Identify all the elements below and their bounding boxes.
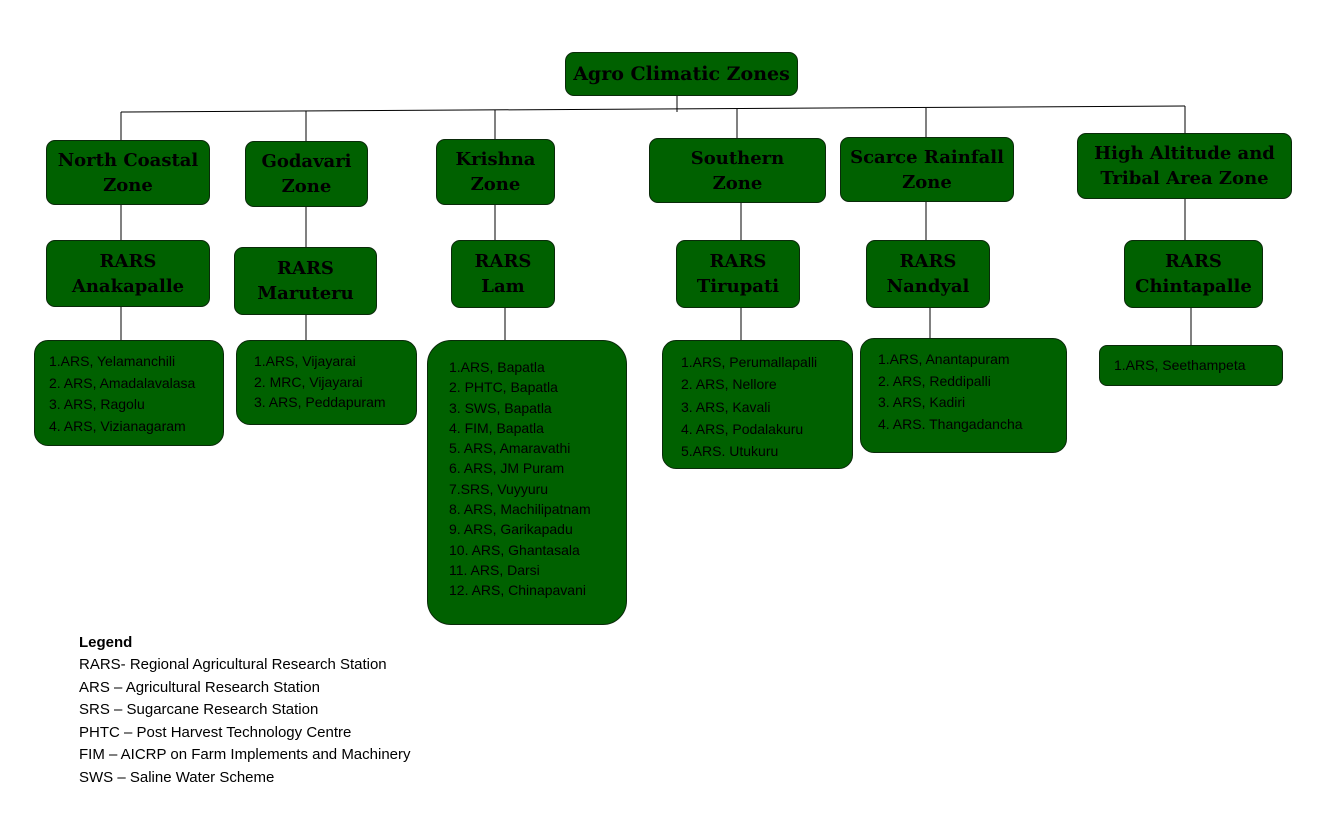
zone-node-southern: Southern Zone bbox=[649, 138, 826, 203]
station-list-lam: 1.ARS, Bapatla 2. PHTC, Bapatla 3. SWS, … bbox=[427, 340, 627, 625]
legend-item: SRS – Sugarcane Research Station bbox=[79, 701, 319, 718]
station-list-maruteru: 1.ARS, Vijayarai 2. MRC, Vijayarai 3. AR… bbox=[236, 340, 417, 425]
station-item: 2. ARS, Reddipalli bbox=[878, 372, 991, 389]
station-list-chintapalle: 1.ARS, Seethampeta bbox=[1099, 345, 1283, 386]
connector-trunk bbox=[120, 105, 1186, 113]
rars-node-lam: RARS Lam bbox=[451, 240, 555, 308]
station-item: 4. ARS, Vizianagaram bbox=[49, 417, 186, 434]
rars-label-line: Anakapalle bbox=[71, 275, 185, 297]
legend-item: RARS- Regional Agricultural Research Sta… bbox=[79, 656, 387, 673]
root-label: Agro Climatic Zones bbox=[573, 62, 790, 85]
root-node: Agro Climatic Zones bbox=[565, 52, 798, 96]
station-item: 4. ARS, Podalakuru bbox=[681, 420, 804, 437]
zone-node-godavari: Godavari Zone bbox=[245, 141, 368, 207]
station-item: 1.ARS, Vijayarai bbox=[254, 353, 356, 369]
legend-item: FIM – AICRP on Farm Implements and Machi… bbox=[79, 746, 411, 763]
station-item: 11. ARS, Darsi bbox=[449, 561, 540, 578]
zone-label-line: High Altitude and bbox=[1094, 143, 1275, 164]
station-item: 2. MRC, Vijayarai bbox=[254, 373, 363, 390]
station-item: 1.ARS, Bapatla bbox=[449, 359, 545, 375]
legend-item: PHTC – Post Harvest Technology Centre bbox=[79, 723, 352, 741]
station-item: 5. ARS, Amaravathi bbox=[449, 440, 571, 457]
rars-label-line: RARS bbox=[1165, 251, 1222, 272]
station-item: 10. ARS, Ghantasala bbox=[449, 541, 580, 558]
rars-label-line: Nandyal bbox=[886, 276, 970, 297]
zone-label-line: Zone bbox=[281, 176, 332, 197]
station-item: 3. ARS, Kavali bbox=[681, 398, 771, 415]
zone-label-line: Zone bbox=[470, 174, 521, 195]
rars-label-line: RARS bbox=[709, 251, 767, 272]
rars-label-line: RARS bbox=[899, 251, 957, 272]
station-item: 4. ARS. Thangadancha bbox=[878, 415, 1023, 432]
station-item: 2. ARS, Amadalavalasa bbox=[49, 374, 196, 391]
station-item: 3. ARS, Ragolu bbox=[49, 396, 145, 412]
station-item: 7.SRS, Vuyyuru bbox=[449, 480, 549, 497]
zone-label-line: Tribal Area Zone bbox=[1100, 168, 1269, 189]
zone-label-line: Zone bbox=[712, 172, 763, 194]
zone-node-high-altitude: High Altitude and Tribal Area Zone bbox=[1077, 133, 1292, 199]
station-item: 1.ARS, Perumallapalli bbox=[681, 354, 818, 370]
rars-label-line: RARS bbox=[474, 251, 532, 272]
legend-item: ARS – Agricultural Research Station bbox=[79, 678, 320, 696]
station-item: 2. PHTC, Bapatla bbox=[449, 379, 558, 396]
station-item: 6. ARS, JM Puram bbox=[449, 460, 565, 477]
station-list-nandyal: 1.ARS, Anantapuram 2. ARS, Reddipalli 3.… bbox=[860, 338, 1067, 453]
legend-item: SWS – Saline Water Scheme bbox=[79, 768, 275, 786]
rars-node-chintapalle: RARS Chintapalle bbox=[1124, 240, 1263, 308]
legend: Legend RARS- Regional Agricultural Resea… bbox=[79, 632, 411, 789]
station-list-anakapalle: 1.ARS, Yelamanchili 2. ARS, Amadalavalas… bbox=[34, 340, 224, 446]
rars-label-line: Lam bbox=[481, 276, 525, 297]
zone-label-line: North Coastal bbox=[57, 149, 199, 171]
rars-node-anakapalle: RARS Anakapalle bbox=[46, 240, 210, 307]
zone-label-line: Scarce Rainfall bbox=[850, 146, 1004, 168]
station-item: 5.ARS. Utukuru bbox=[681, 443, 779, 460]
zone-node-scarce-rainfall: Scarce Rainfall Zone bbox=[840, 137, 1014, 202]
station-item: 1.ARS, Anantapuram bbox=[878, 351, 1010, 367]
rars-label-line: Chintapalle bbox=[1135, 276, 1252, 297]
zone-node-north-coastal: North Coastal Zone bbox=[46, 140, 210, 205]
rars-label-line: RARS bbox=[99, 250, 157, 272]
zone-label-line: Godavari bbox=[261, 151, 352, 172]
station-item: 3. ARS, Peddapuram bbox=[254, 394, 386, 410]
rars-node-nandyal: RARS Nandyal bbox=[866, 240, 990, 308]
rars-label-line: RARS bbox=[277, 258, 334, 279]
zone-label-line: Zone bbox=[103, 174, 153, 196]
station-item: 9. ARS, Garikapadu bbox=[449, 521, 573, 538]
station-item: 3. SWS, Bapatla bbox=[449, 399, 552, 416]
zone-label-line: Krishna bbox=[455, 149, 536, 170]
legend-title: Legend bbox=[79, 634, 133, 651]
station-item: 8. ARS, Machilipatnam bbox=[449, 501, 591, 518]
station-item: 12. ARS, Chinapavani bbox=[449, 582, 586, 599]
station-item: 1.ARS, Yelamanchili bbox=[49, 353, 176, 369]
station-item: 4. FIM, Bapatla bbox=[449, 419, 544, 436]
rars-label-line: Tirupati bbox=[696, 276, 780, 297]
rars-label-line: Maruteru bbox=[257, 283, 354, 304]
station-item: 1.ARS, Seethampeta bbox=[1114, 357, 1246, 373]
station-item: 2. ARS, Nellore bbox=[681, 376, 777, 393]
station-item: 3. ARS, Kadiri bbox=[878, 394, 966, 410]
zone-label-line: Zone bbox=[902, 171, 952, 193]
station-list-tirupati: 1.ARS, Perumallapalli 2. ARS, Nellore 3.… bbox=[662, 340, 853, 469]
zone-label-line: Southern bbox=[690, 147, 785, 169]
rars-node-tirupati: RARS Tirupati bbox=[676, 240, 800, 308]
zone-node-krishna: Krishna Zone bbox=[436, 139, 555, 205]
rars-node-maruteru: RARS Maruteru bbox=[234, 247, 377, 315]
